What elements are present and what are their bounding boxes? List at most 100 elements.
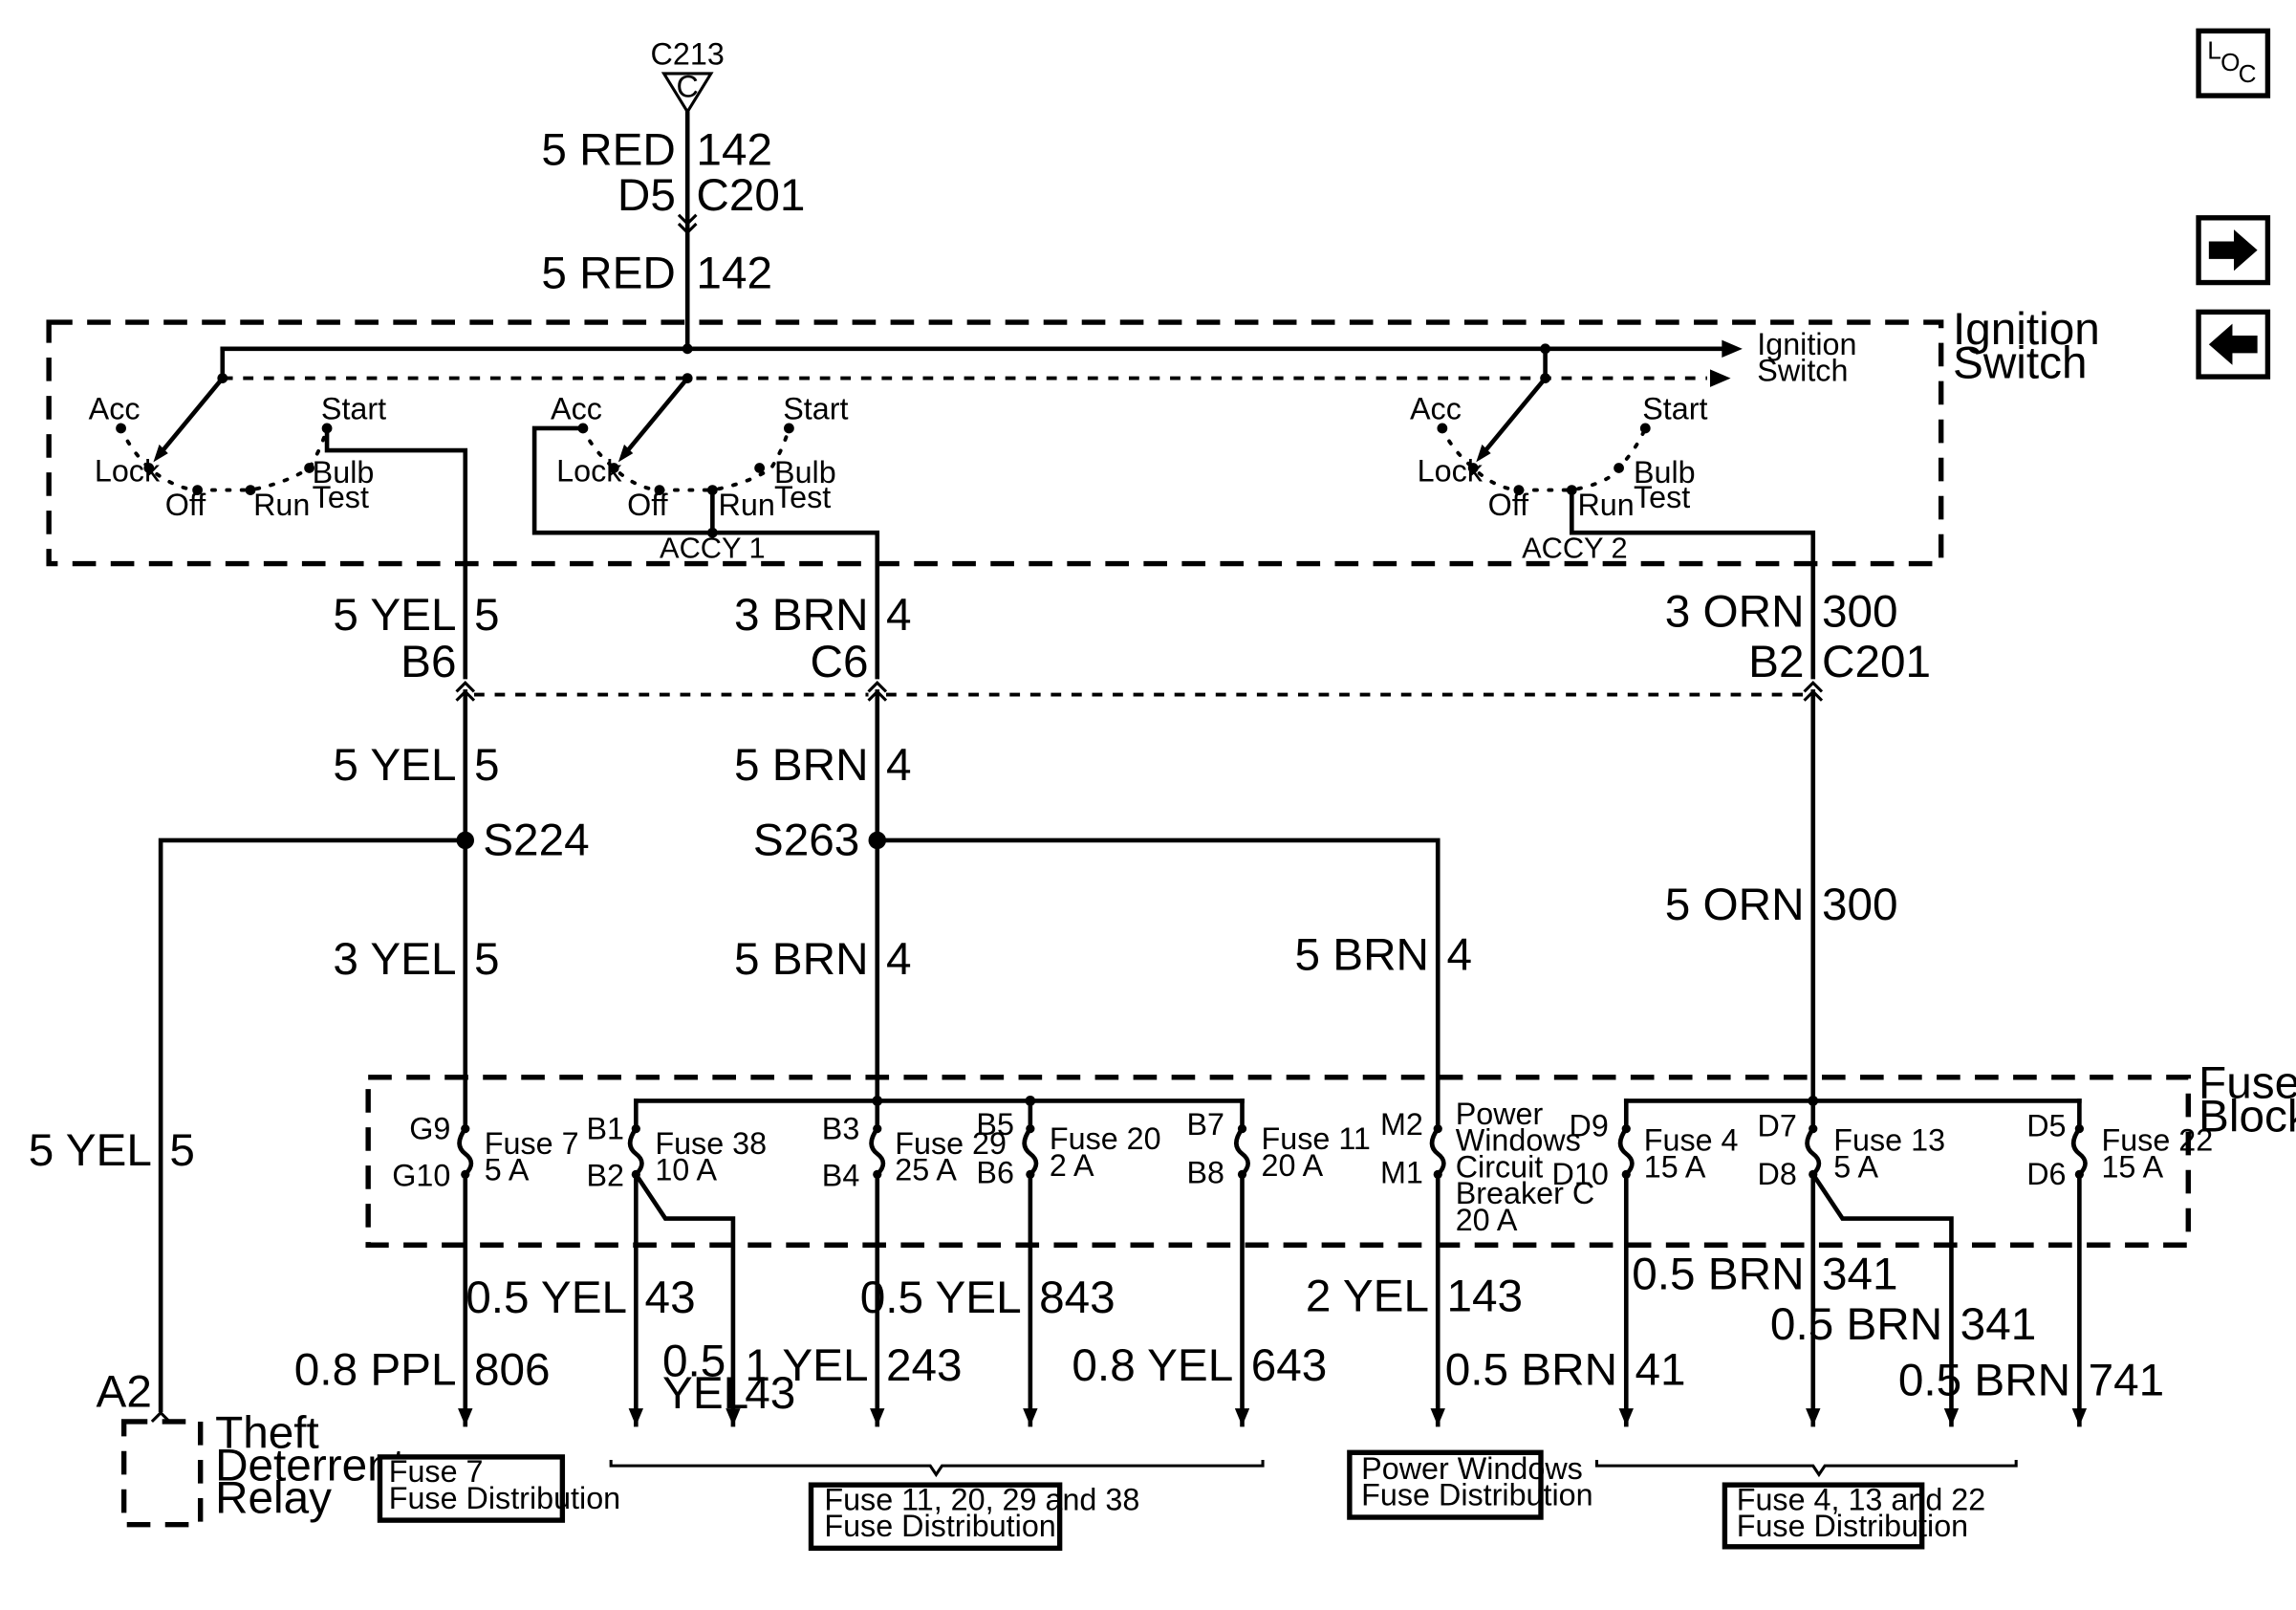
wire-circuit-741: 741	[2089, 1355, 2165, 1405]
switch3-lock-label: Lock	[1418, 453, 1484, 488]
wire-circuit-4-d: 4	[1446, 929, 1472, 980]
fuse38-in-pin: B1	[586, 1111, 624, 1145]
fuse22-rating: 15 A	[2101, 1149, 2163, 1184]
group2-dist-line2: Fuse Distribution	[1737, 1509, 1968, 1543]
cb-label-line2: Windows	[1456, 1123, 1581, 1158]
fuse11-rating: 20 A	[1262, 1148, 1324, 1183]
fuse-block-label-line2: Block	[2199, 1092, 2296, 1142]
fuse22-name: Fuse 22	[2101, 1123, 2213, 1158]
theft-relay-line2: Deterrent	[215, 1441, 405, 1491]
fuse20-rating: 2 A	[1050, 1148, 1094, 1183]
switch1-acc-label: Acc	[89, 392, 141, 426]
switch3-bulb-label: Bulb	[1634, 455, 1696, 490]
loc-letter-o: O	[2220, 48, 2240, 76]
arrow-right-icon[interactable]	[2196, 215, 2271, 286]
wire-gauge-05yel-43: 0.5 YEL	[466, 1273, 627, 1323]
ignition-switch-label-line1: Ignition	[1953, 304, 2100, 355]
brace-group2	[1594, 1459, 2018, 1478]
wire-gauge-2yel: 2 YEL	[1306, 1272, 1429, 1322]
loc-letter-l: L	[2207, 36, 2221, 65]
wire-circuit-843: 843	[1039, 1273, 1116, 1323]
ignition-switch-label-line2: Switch	[1953, 338, 2088, 389]
wire-gauge-5yel-theft: 5 YEL	[29, 1125, 152, 1176]
wire-circuit-300-a: 300	[1822, 587, 1898, 638]
fuse29-out-pin: B4	[822, 1159, 860, 1193]
fuse13-rating: 5 A	[1833, 1149, 1878, 1184]
location-icon[interactable]: L O C	[2196, 28, 2271, 98]
fuse29-in-pin: B3	[822, 1111, 860, 1145]
fuse7-in-pin: G9	[409, 1111, 450, 1145]
wire-circuit-43-b: 43	[745, 1368, 795, 1419]
switch1-start-label: Start	[321, 392, 386, 426]
inline-connector-symbol	[677, 213, 698, 235]
wire-gauge-05yel-843: 0.5 YEL	[860, 1273, 1022, 1323]
ignition-switch-box-line2: Switch	[1757, 354, 1848, 388]
splice-s263-label: S263	[753, 815, 859, 865]
wire-circuit-243: 243	[886, 1340, 963, 1391]
pw-dist-line2: Fuse Distribution	[1361, 1478, 1592, 1512]
wire-gauge-1yel: 1 YEL	[745, 1340, 868, 1391]
wire-circuit-5-c: 5	[474, 934, 500, 985]
switch3-test-label: Test	[1634, 480, 1690, 514]
fuse7-dist-line1: Fuse 7	[389, 1454, 484, 1489]
connector-pin-b6: B6	[401, 637, 456, 687]
group1-dist-line2: Fuse Distribution	[824, 1509, 1055, 1543]
wire-circuit-5-a: 5	[474, 590, 500, 641]
cb-label-line5: 20 A	[1456, 1203, 1518, 1237]
wire-circuit-143: 143	[1446, 1272, 1523, 1322]
wire-circuit-643: 643	[1251, 1340, 1328, 1391]
wire-gauge-5brn-b: 5 BRN	[734, 934, 869, 985]
fuse-11: B7 B8 Fuse 11 20 A	[1187, 1099, 1371, 1190]
switch1-run-label: Run	[253, 488, 310, 522]
wire-gauge-5orn: 5 ORN	[1665, 880, 1805, 930]
fuse7-out-pin: G10	[392, 1159, 450, 1193]
group2-distribution-box: Fuse 4, 13 and 22 Fuse Distribution	[1722, 1482, 1986, 1550]
switch1-lock-label: Lock	[95, 453, 161, 488]
fuse20-in-pin: B5	[976, 1107, 1014, 1142]
fuse-22: D5 D6 Fuse 22 15 A	[2026, 1099, 2213, 1191]
group2-dist-line1: Fuse 4, 13 and 22	[1737, 1482, 1986, 1516]
switch1-test-label: Test	[313, 480, 369, 514]
fuse11-name: Fuse 11	[1262, 1121, 1371, 1156]
ignition-switch-boundary	[46, 319, 1944, 567]
wire-circuit-4-c: 4	[886, 934, 912, 985]
wire-circuit-341-b: 341	[1960, 1299, 2037, 1350]
fuse20-name: Fuse 20	[1050, 1121, 1161, 1156]
theft-relay-line3: Relay	[215, 1472, 332, 1523]
cb-label-line4: Breaker C	[1456, 1176, 1594, 1210]
wire-circuit-142-mid: 142	[696, 249, 772, 299]
switch2-start-label: Start	[783, 392, 848, 426]
fuse20-out-pin: B6	[976, 1156, 1014, 1190]
fuse7-name: Fuse 7	[485, 1126, 579, 1161]
wire-circuit-43-a: 43	[645, 1273, 696, 1323]
connector-c213-letter: C	[677, 70, 699, 104]
fuse11-in-pin: B7	[1187, 1107, 1225, 1142]
connector-pin-d5: D5	[617, 170, 676, 221]
fuse38-name: Fuse 38	[655, 1126, 767, 1161]
fuse7-dist-line2: Fuse Distribution	[389, 1481, 620, 1515]
wire-gauge-5brn-a: 5 BRN	[734, 740, 869, 791]
group1-dist-line1: Fuse 11, 20, 29 and 38	[824, 1482, 1139, 1516]
wire-gauge-05yel-43b-line1: 0.5	[662, 1336, 726, 1386]
switch1-bulb-label: Bulb	[313, 455, 375, 490]
wire-gauge-5yel-a: 5 YEL	[333, 590, 456, 641]
fuse-13: D7 D8 Fuse 13 5 A	[1758, 1099, 1945, 1191]
wire-gauge-05brn-341b: 0.5 BRN	[1770, 1299, 1942, 1350]
wire-gauge-08yel: 0.8 YEL	[1072, 1340, 1233, 1391]
power-windows-distribution-box: Power Windows Fuse Distribution	[1347, 1449, 1593, 1520]
ignition-switch-section-3: Acc Start Lock Off Run Bulb Test ACCY 2	[1410, 375, 1707, 564]
switch2-test-label: Test	[774, 480, 831, 514]
cb-out-pin: M1	[1380, 1156, 1423, 1190]
wire-circuit-41: 41	[1635, 1344, 1686, 1395]
fuse13-out-pin: D8	[1758, 1157, 1797, 1191]
connector-c201-lower: C201	[1822, 637, 1931, 687]
arrow-left-icon[interactable]	[2196, 309, 2271, 380]
theft-relay-pin: A2	[97, 1367, 152, 1418]
wire-gauge-red-top: 5 RED	[541, 124, 676, 175]
switch2-bulb-label: Bulb	[774, 455, 836, 490]
fuse7-rating: 5 A	[485, 1153, 530, 1187]
fuse4-rating: 15 A	[1644, 1149, 1706, 1184]
fuse-4: D9 D10 Fuse 4 15 A	[1552, 1099, 1739, 1191]
wire-gauge-08ppl: 0.8 PPL	[294, 1344, 457, 1395]
